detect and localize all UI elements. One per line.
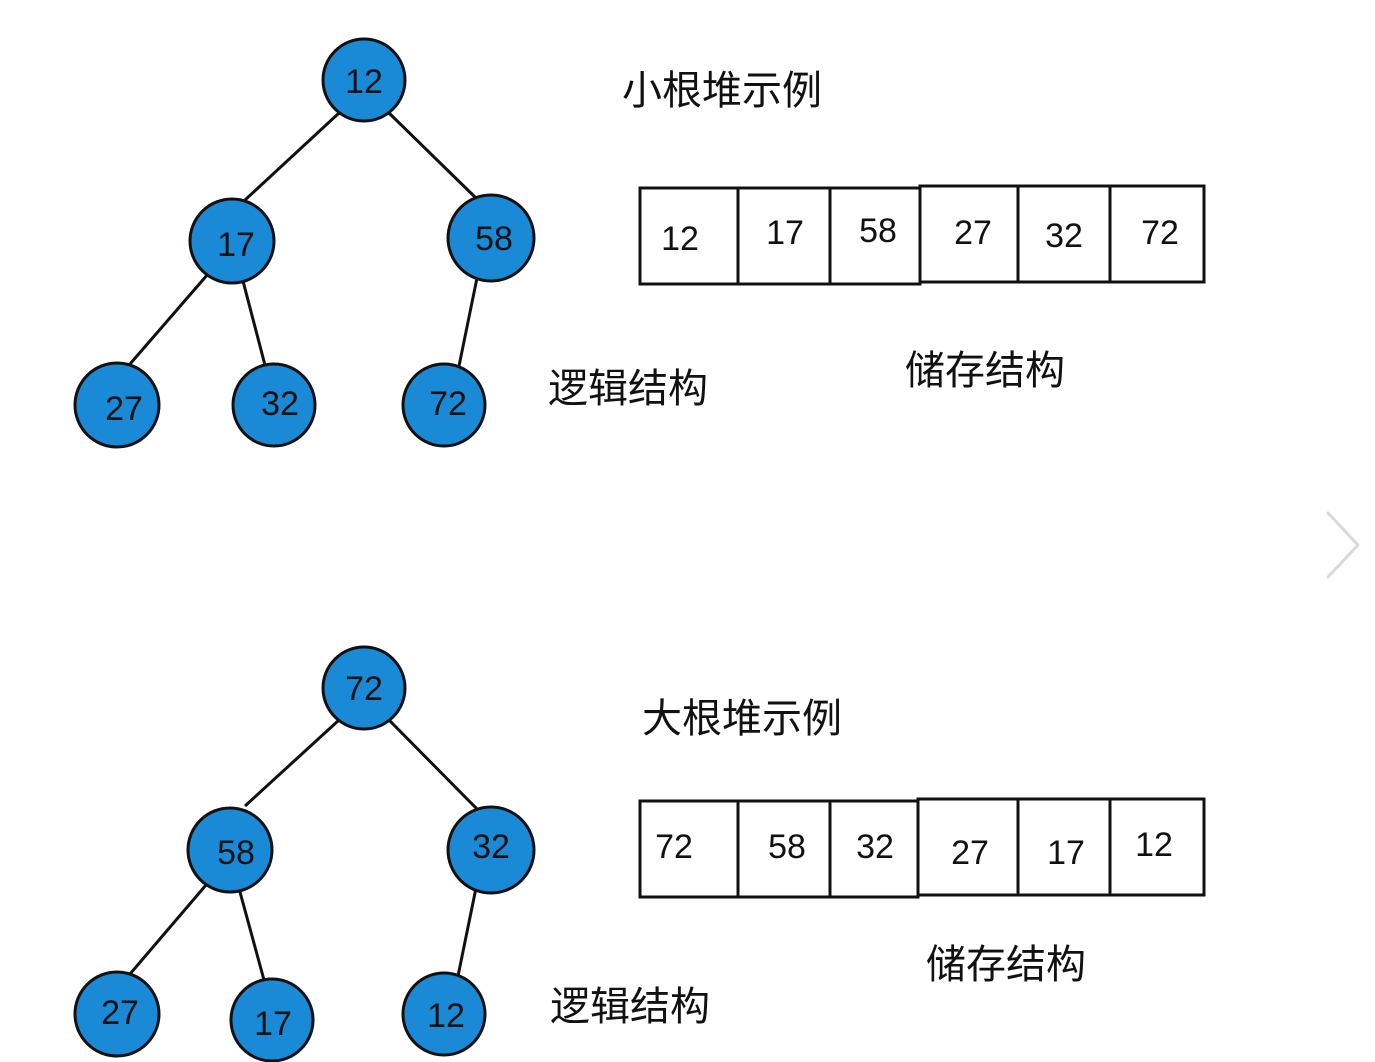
array-cell-box <box>1016 797 1112 897</box>
array-cell-box <box>1108 797 1206 897</box>
array-cell: 58 <box>828 186 922 286</box>
node-value: 72 <box>429 385 467 423</box>
node-value: 27 <box>105 390 143 428</box>
tree-edge <box>128 273 210 365</box>
node-circle <box>229 977 315 1062</box>
array-cell-value: 32 <box>856 828 894 866</box>
min-heap-storage-label: 储存结构 <box>905 348 1065 394</box>
tree-node-left-left: 27 <box>73 970 161 1058</box>
node-circle <box>446 193 536 283</box>
next-button[interactable] <box>1318 505 1366 585</box>
tree-node-root: 12 <box>321 37 407 123</box>
array-cell: 72 <box>1108 184 1206 284</box>
array-cell-box <box>918 184 1020 284</box>
array-cell-value: 32 <box>1045 217 1083 255</box>
node-circle <box>231 362 317 448</box>
tree-edge <box>457 277 479 367</box>
tree-edge <box>128 884 208 975</box>
array-cell: 12 <box>1108 797 1206 897</box>
node-value: 12 <box>345 63 383 101</box>
max-heap-logical-label: 逻辑结构 <box>550 984 710 1030</box>
node-circle <box>188 197 276 285</box>
chevron-stroke <box>1326 511 1360 579</box>
node-circle <box>186 806 274 894</box>
array-cell-value: 58 <box>859 212 897 250</box>
tree-edge <box>387 718 480 812</box>
node-value: 72 <box>345 670 383 708</box>
tree-edge <box>241 280 268 370</box>
tree-node-left-right: 32 <box>231 362 317 448</box>
max-heap-array: 72 58 32 27 17 12 <box>638 797 1206 899</box>
node-value: 58 <box>475 220 513 258</box>
tree-edge <box>243 718 341 808</box>
array-cell-value: 58 <box>768 828 806 866</box>
node-circle <box>401 362 487 448</box>
tree-node-root: 72 <box>321 645 407 731</box>
node-value: 27 <box>101 994 139 1032</box>
min-heap-title: 小根堆示例 <box>622 68 822 114</box>
tree-node-right-left: 72 <box>401 362 487 448</box>
array-cell-value: 72 <box>655 828 693 866</box>
node-value: 17 <box>254 1005 292 1043</box>
node-value: 58 <box>217 834 255 872</box>
array-cell-value: 17 <box>1047 834 1085 872</box>
array-cell-box <box>916 797 1020 897</box>
min-heap-logical-label: 逻辑结构 <box>548 366 708 412</box>
tree-node-right-left: 12 <box>401 971 487 1057</box>
tree-edge <box>387 111 480 202</box>
tree-node-left-right: 17 <box>229 977 315 1062</box>
node-circle <box>446 805 536 895</box>
array-cell-value: 27 <box>951 834 989 872</box>
array-cell-value: 12 <box>1135 826 1173 864</box>
node-value: 12 <box>427 997 465 1035</box>
array-cell: 72 <box>638 799 740 899</box>
min-heap-array: 12 17 58 27 32 72 <box>638 184 1206 286</box>
array-cell: 58 <box>736 799 832 899</box>
array-cell-box <box>736 799 832 899</box>
array-cell: 17 <box>1016 797 1112 897</box>
node-value: 32 <box>472 828 510 866</box>
min-heap-example: 小根堆示例 12 17 58 27 <box>73 37 1206 449</box>
array-cell-value: 12 <box>661 220 699 258</box>
node-circle <box>73 970 161 1058</box>
node-circle <box>401 971 487 1057</box>
tree-node-left: 17 <box>188 197 276 285</box>
array-cell: 12 <box>638 186 740 286</box>
array-cell: 32 <box>1016 184 1112 284</box>
array-cell: 32 <box>828 799 920 899</box>
array-cell-value: 72 <box>1141 214 1179 252</box>
array-cell-box <box>1108 184 1206 284</box>
tree-edge <box>243 111 341 202</box>
chevron-right-icon <box>1326 511 1360 579</box>
node-circle <box>321 645 407 731</box>
max-heap-title: 大根堆示例 <box>642 696 842 742</box>
array-cell-value: 17 <box>766 214 804 252</box>
node-circle <box>321 37 407 123</box>
tree-edge <box>238 891 266 981</box>
array-cell-box <box>828 799 920 899</box>
array-cell: 27 <box>916 797 1020 897</box>
max-heap-storage-label: 储存结构 <box>926 942 1086 988</box>
node-value: 32 <box>261 385 299 423</box>
tree-node-left-left: 27 <box>73 361 161 449</box>
tree-node-left: 58 <box>186 806 274 894</box>
array-cell-value: 27 <box>954 214 992 252</box>
max-heap-example: 大根堆示例 72 58 32 27 <box>73 645 1206 1062</box>
tree-edge <box>456 887 478 977</box>
array-cell: 27 <box>918 184 1020 284</box>
max-heap-tree: 72 58 32 27 17 12 <box>73 645 536 1062</box>
array-cell: 17 <box>736 186 832 286</box>
tree-node-right: 58 <box>446 193 536 283</box>
array-cell-box <box>638 799 740 899</box>
min-heap-tree: 12 17 58 27 32 72 <box>73 37 536 449</box>
tree-node-right: 32 <box>446 805 536 895</box>
array-cell-box <box>736 186 832 286</box>
node-value: 17 <box>217 226 255 264</box>
node-circle <box>73 361 161 449</box>
